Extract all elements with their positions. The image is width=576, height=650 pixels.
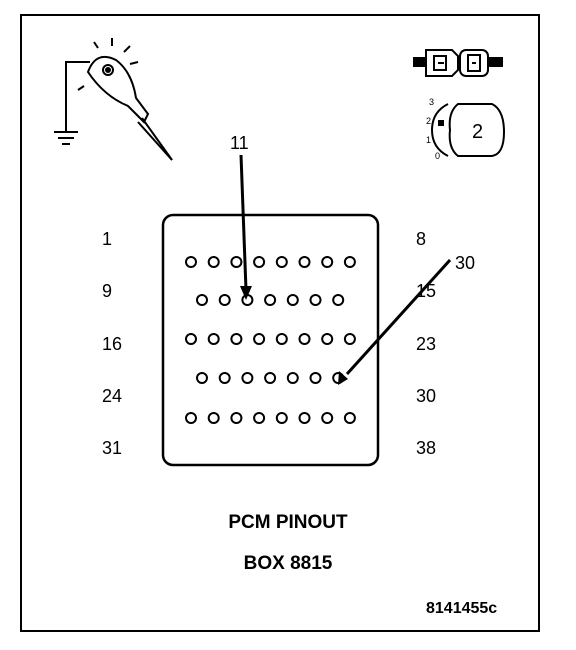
diagram-subtitle: BOX 8815 xyxy=(243,553,333,574)
pin-16 xyxy=(185,333,197,345)
callout-label-30: 30 xyxy=(455,253,476,273)
right-label-15: 15 xyxy=(416,281,437,301)
pin-15 xyxy=(332,294,345,306)
pin-19 xyxy=(253,333,266,345)
pin-9 xyxy=(196,294,208,306)
pin-34 xyxy=(253,412,266,424)
pin-38 xyxy=(343,412,356,424)
dial-scale-2: 2 xyxy=(426,116,432,126)
pin-18 xyxy=(230,333,243,345)
diagram-frame xyxy=(20,14,540,632)
pin-12 xyxy=(264,294,277,306)
callout-arrow-30 xyxy=(338,258,452,385)
left-label-1: 1 xyxy=(102,229,113,249)
pin-25 xyxy=(218,372,231,384)
dial-scale-0: 0 xyxy=(435,151,441,161)
diagram-title: PCM PINOUT xyxy=(228,512,348,533)
pin-35 xyxy=(275,412,288,424)
pin-3 xyxy=(230,256,243,268)
pin-21 xyxy=(298,333,311,345)
left-label-16: 16 xyxy=(102,334,123,354)
pin-10 xyxy=(218,294,231,306)
left-label-9: 9 xyxy=(102,281,113,301)
connector-icon xyxy=(413,49,503,77)
dial-value: 2 xyxy=(472,121,484,143)
pin-36 xyxy=(298,412,311,424)
right-label-38: 38 xyxy=(416,438,437,458)
pin-2 xyxy=(207,256,220,268)
selector-dial-icon xyxy=(430,103,506,157)
right-label-8: 8 xyxy=(416,229,427,249)
pin-29 xyxy=(309,372,322,384)
left-label-24: 24 xyxy=(102,386,123,406)
pin-4 xyxy=(253,256,266,268)
dial-scale-1: 1 xyxy=(426,135,432,145)
pin-31 xyxy=(185,412,197,424)
pin-37 xyxy=(321,412,334,424)
pin-1 xyxy=(185,256,197,268)
pin-22 xyxy=(321,333,334,345)
pin-7 xyxy=(321,256,334,268)
pin-23 xyxy=(343,333,356,345)
pin-26 xyxy=(241,372,254,384)
pin-24 xyxy=(196,372,208,384)
callout-arrow-11 xyxy=(239,154,252,300)
pin-32 xyxy=(207,412,220,424)
right-label-30: 30 xyxy=(416,386,437,406)
callout-label-11: 11 xyxy=(230,133,249,153)
pin-14 xyxy=(309,294,322,306)
figure-id: 8141455c xyxy=(426,600,498,617)
pin-8 xyxy=(343,256,356,268)
pin-13 xyxy=(286,294,299,306)
pin-grid xyxy=(185,256,356,424)
pin-28 xyxy=(286,372,299,384)
pin-27 xyxy=(264,372,277,384)
pin-5 xyxy=(275,256,288,268)
pin-6 xyxy=(298,256,311,268)
left-label-31: 31 xyxy=(102,438,123,458)
pin-33 xyxy=(230,412,243,424)
dial-scale-3: 3 xyxy=(429,97,435,107)
pin-17 xyxy=(207,333,220,345)
right-label-23: 23 xyxy=(416,334,437,354)
pin-20 xyxy=(275,333,288,345)
test-probe-icon xyxy=(54,38,173,161)
